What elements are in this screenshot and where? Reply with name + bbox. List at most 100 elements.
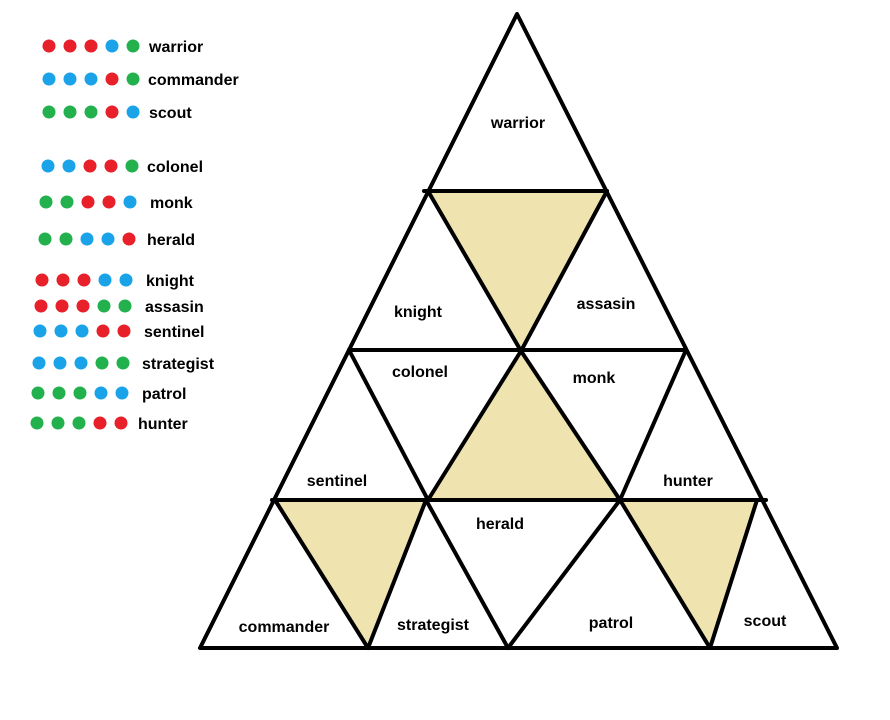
cell-label-strategist: strategist: [397, 617, 470, 634]
legend-dot-blue: [115, 386, 129, 400]
legend-row-patrol: patrol: [31, 386, 186, 403]
legend-row-assasin: assasin: [34, 299, 204, 316]
legend-dot-blue: [119, 273, 133, 287]
diagonal-line-f: [618, 348, 688, 502]
legend-dot-blue: [101, 232, 115, 246]
legend-dot-green: [52, 386, 66, 400]
legend-dot-red: [34, 299, 48, 313]
legend-row-hunter: hunter: [30, 416, 188, 433]
cell-label-colonel: colonel: [392, 364, 448, 381]
legend-dot-red: [93, 416, 107, 430]
legend-dot-red: [81, 195, 95, 209]
legend-label-monk: monk: [150, 195, 193, 212]
diagonal-line-b: [519, 189, 609, 353]
legend-dot-blue: [63, 72, 77, 86]
diagonal-line-k: [618, 498, 712, 650]
legend-dot-blue: [32, 356, 46, 370]
legend-dot-green: [51, 416, 65, 430]
legend-dot-blue: [98, 273, 112, 287]
legend-row-colonel: colonel: [41, 159, 203, 176]
cell-label-hunter: hunter: [663, 473, 713, 490]
legend-dot-red: [102, 195, 116, 209]
legend-row-sentinel: sentinel: [33, 324, 204, 341]
legend-dot-red: [117, 324, 131, 338]
legend-dot-red: [105, 105, 119, 119]
diagonal-line-j: [506, 498, 622, 650]
legend-label-warrior: warrior: [148, 39, 203, 56]
legend-label-herald: herald: [147, 232, 195, 249]
diagonal-line-l: [708, 498, 759, 650]
cell-label-warrior: warrior: [490, 115, 545, 132]
cell-label-patrol: patrol: [589, 615, 633, 632]
legend-label-knight: knight: [146, 273, 195, 290]
legend-label-hunter: hunter: [138, 416, 188, 433]
legend-dot-blue: [54, 324, 68, 338]
diagonal-line-c: [347, 348, 430, 502]
cell-label-assasin: assasin: [577, 296, 636, 313]
shaded-triangle-left: [275, 500, 426, 648]
legend-row-knight: knight: [35, 273, 195, 290]
legend-dot-green: [118, 299, 132, 313]
legend-dot-green: [30, 416, 44, 430]
cell-labels: warrior knight assasin colonel monk sent…: [239, 115, 787, 636]
legend-row-herald: herald: [38, 232, 195, 249]
legend-dot-blue: [74, 356, 88, 370]
legend-dot-blue: [33, 324, 47, 338]
legend-dot-blue: [53, 356, 67, 370]
legend-row-warrior: warrior: [42, 39, 203, 56]
shaded-triangle-center: [428, 351, 620, 500]
legend-dot-green: [126, 72, 140, 86]
legend-dot-green: [125, 159, 139, 173]
diagonal-line-a: [426, 189, 523, 353]
grid-lines: [198, 12, 839, 650]
shaded-cells: [275, 191, 757, 648]
cell-label-herald: herald: [476, 516, 524, 533]
legend-row-commander: commander: [42, 72, 239, 89]
cell-label-knight: knight: [394, 304, 443, 321]
legend-dot-blue: [94, 386, 108, 400]
legend-row-monk: monk: [39, 195, 193, 212]
diagonal-line-e: [519, 349, 622, 502]
cell-label-scout: scout: [744, 613, 787, 630]
legend-dot-red: [35, 273, 49, 287]
legend-dot-blue: [75, 324, 89, 338]
cell-label-monk: monk: [573, 370, 616, 387]
shaded-triangle-right: [620, 500, 757, 648]
legend-dot-blue: [105, 39, 119, 53]
legend-dot-green: [39, 195, 53, 209]
legend-dot-green: [60, 195, 74, 209]
legend-dot-red: [122, 232, 136, 246]
legend-dot-blue: [84, 72, 98, 86]
legend-dot-green: [38, 232, 52, 246]
legend-dot-red: [63, 39, 77, 53]
cell-label-commander: commander: [239, 619, 330, 636]
diagonal-line-i: [424, 498, 510, 650]
legend-dot-red: [104, 159, 118, 173]
legend-dot-blue: [42, 72, 56, 86]
diagonal-line-d: [426, 349, 523, 502]
legend-dot-blue: [41, 159, 55, 173]
legend-dot-blue: [80, 232, 94, 246]
legend-dot-red: [56, 273, 70, 287]
legend: warrior commander scout colonel monk herald kn…: [30, 39, 239, 433]
legend-dot-red: [114, 416, 128, 430]
legend-label-scout: scout: [149, 105, 192, 122]
legend-dot-red: [77, 273, 91, 287]
legend-dot-red: [76, 299, 90, 313]
legend-dot-green: [126, 39, 140, 53]
legend-dot-green: [31, 386, 45, 400]
legend-dot-blue: [126, 105, 140, 119]
legend-dot-blue: [62, 159, 76, 173]
legend-label-sentinel: sentinel: [144, 324, 204, 341]
legend-dot-green: [42, 105, 56, 119]
legend-row-strategist: strategist: [32, 356, 215, 373]
legend-dot-red: [96, 324, 110, 338]
legend-label-commander: commander: [148, 72, 239, 89]
legend-label-assasin: assasin: [145, 299, 204, 316]
legend-dot-green: [116, 356, 130, 370]
legend-dot-green: [97, 299, 111, 313]
legend-dot-green: [84, 105, 98, 119]
legend-dot-green: [73, 386, 87, 400]
legend-dot-blue: [123, 195, 137, 209]
legend-dot-green: [59, 232, 73, 246]
